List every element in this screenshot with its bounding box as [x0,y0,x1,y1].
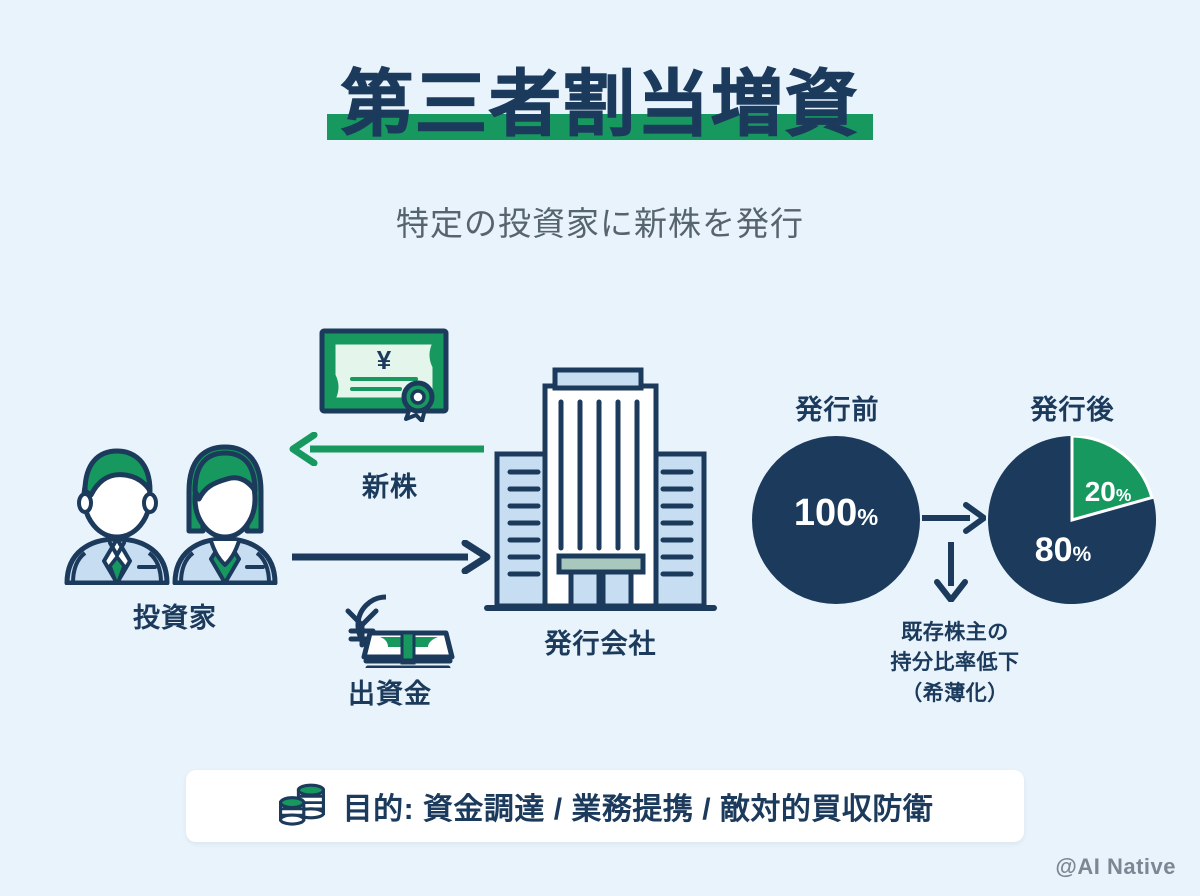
issuing-company-illustration [483,366,718,615]
after-issue-label: 発行後 [1030,395,1115,425]
page-title-text: 第三者割当増資 [340,64,859,145]
title-highlight-bar [326,113,873,140]
stock-certificate-icon: ¥ [318,327,458,423]
after-issue-existing-percent: 80% [1034,531,1092,569]
company-label: 発行会社 [544,629,657,659]
investment-arrow [288,539,493,575]
dilution-note: 既存株主の 持分比率低下 （希薄化） [855,618,1055,709]
dilution-down-arrow [930,540,972,603]
transition-arrow [918,500,987,536]
svg-text:¥: ¥ [377,345,392,375]
purpose-text: 目的: 資金調達 / 業務提携 / 敵対的買収防衛 [342,793,934,826]
coin-stack-icon [277,781,327,831]
dilution-note-line-3: （希薄化） [901,681,1009,705]
page-subtitle: 特定の投資家に新株を発行 [396,205,804,242]
new-shares-label: 新株 [362,472,418,502]
investors-label: 投資家 [133,603,217,633]
before-issue-pie-chart: 100% [752,436,920,604]
investors-illustration [55,425,295,587]
page-title: 第三者割当増資 [0,62,1200,150]
dilution-note-line-1: 既存株主の [901,621,1009,644]
dilution-note-line-2: 持分比率低下 [890,651,1020,675]
investment-label: 出資金 [348,679,432,709]
before-issue-label: 発行前 [795,395,880,425]
before-issue-percent: 100% [793,492,879,534]
watermark: @AI Native [1055,854,1176,879]
after-issue-new-percent: 20% [1084,476,1132,507]
new-shares-arrow [288,431,488,467]
after-issue-pie-chart: 20% 80% [988,434,1156,605]
purpose-card: 目的: 資金調達 / 業務提携 / 敵対的買収防衛 [186,770,1024,842]
money-icon [318,583,458,671]
